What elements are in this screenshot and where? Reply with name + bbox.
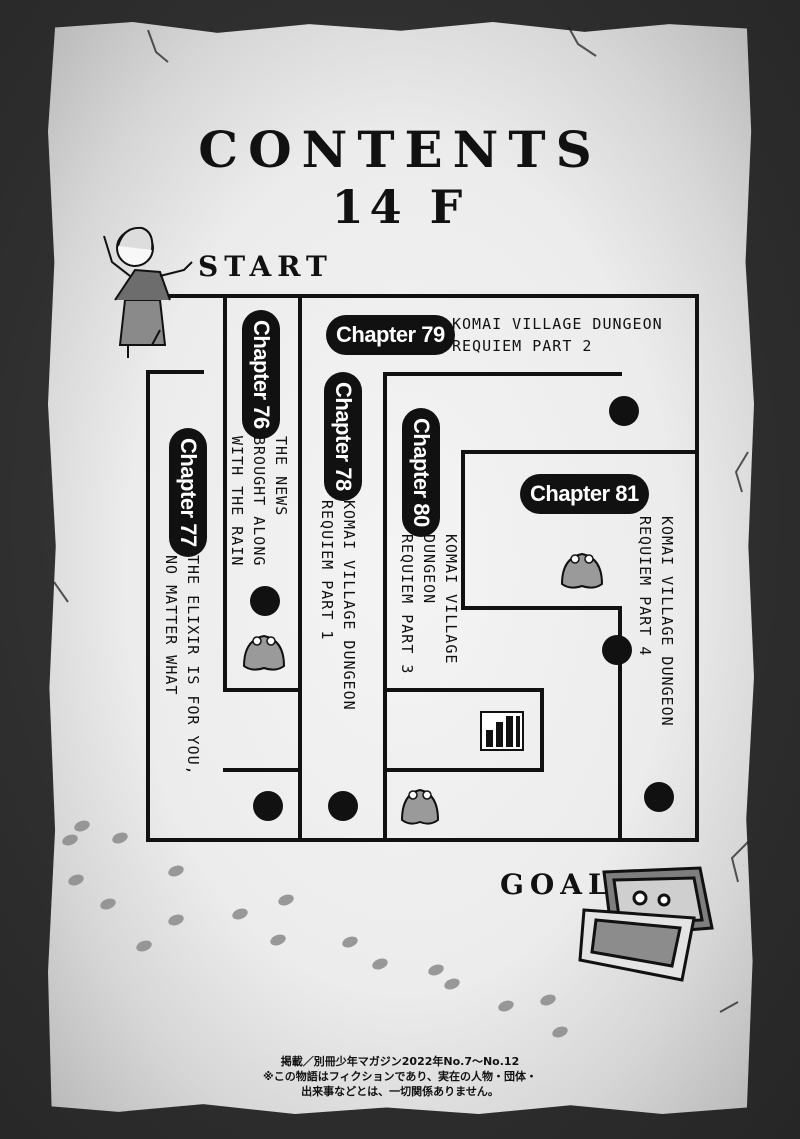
chapter-76-title: THE NEWS BROUGHT ALONG WITH THE RAIN	[226, 436, 292, 566]
floor-label: 14 F	[331, 180, 469, 234]
chapter-81-title-line: KOMAI VILLAGE DUNGEON	[658, 516, 676, 727]
chapter-78-badge[interactable]: Chapter 78	[324, 372, 362, 501]
maze-dot	[609, 396, 639, 426]
slime-icon	[400, 788, 440, 825]
maze-dot	[328, 791, 358, 821]
goal-label: GOAL	[500, 868, 614, 901]
credit-line: ※この物語はフィクションであり、実在の人物・団体・	[263, 1070, 537, 1083]
chapter-77-title-line: THE ELIXIR IS FOR YOU,	[184, 555, 202, 776]
chapter-78-title-line: REQUIEM PART 1	[318, 500, 336, 641]
character-illustration	[103, 226, 193, 358]
stairs-icon	[480, 711, 524, 751]
chapter-80-badge[interactable]: Chapter 80	[402, 408, 440, 537]
chapter-81-title-line: REQUIEM PART 4	[636, 516, 654, 657]
maze-dot	[250, 586, 280, 616]
chapter-78-title: KOMAI VILLAGE DUNGEON REQUIEM PART 1	[316, 500, 360, 711]
start-label: START	[198, 250, 333, 283]
maze-dot	[602, 635, 632, 665]
chapter-76-title-line: THE NEWS	[272, 436, 290, 517]
chapter-79-badge[interactable]: Chapter 79	[326, 315, 455, 355]
maze-dot	[644, 782, 674, 812]
chapter-79-title-line: KOMAI VILLAGE DUNGEON	[452, 315, 663, 333]
chapter-78-title-line: KOMAI VILLAGE DUNGEON	[340, 500, 358, 711]
maze-dots	[250, 396, 674, 821]
chapter-81-title: KOMAI VILLAGE DUNGEON REQUIEM PART 4	[634, 516, 678, 727]
maze-walls	[146, 294, 699, 842]
chapter-77-badge[interactable]: Chapter 77	[169, 428, 207, 557]
treasure-chest-icon	[578, 866, 714, 982]
maze-dot	[253, 791, 283, 821]
chapter-76-badge[interactable]: Chapter 76	[242, 310, 280, 439]
credit-line: 掲載／別冊少年マガジン2022年No.7～No.12	[280, 1055, 520, 1068]
chapter-79-title: KOMAI VILLAGE DUNGEON REQUIEM PART 2	[452, 313, 663, 357]
publication-credit: 掲載／別冊少年マガジン2022年No.7～No.12 ※この物語はフィクションで…	[0, 1054, 800, 1099]
chapter-76-title-line: WITH THE RAIN	[228, 436, 246, 567]
chapter-80-title-line: DUNGEON	[420, 534, 438, 605]
footprints-trail	[62, 820, 568, 1038]
chapter-77-title-line: NO MATTER WHAT	[162, 555, 180, 696]
slime-icon	[560, 552, 604, 589]
slime-icon	[242, 634, 286, 671]
chapter-80-title: KOMAI VILLAGE DUNGEON REQUIEM PART 3	[396, 534, 462, 674]
chapter-77-title: THE ELIXIR IS FOR YOU, NO MATTER WHAT	[160, 555, 204, 776]
chapter-76-title-line: BROUGHT ALONG	[250, 436, 268, 567]
contents-title: CONTENTS	[198, 120, 602, 179]
chapter-79-title-line: REQUIEM PART 2	[452, 337, 593, 355]
chapter-81-badge[interactable]: Chapter 81	[520, 474, 649, 514]
credit-line: 出来事などとは、一切関係ありません。	[301, 1085, 499, 1098]
chapter-80-title-line: KOMAI VILLAGE	[442, 534, 460, 665]
chapter-80-title-line: REQUIEM PART 3	[398, 534, 416, 675]
